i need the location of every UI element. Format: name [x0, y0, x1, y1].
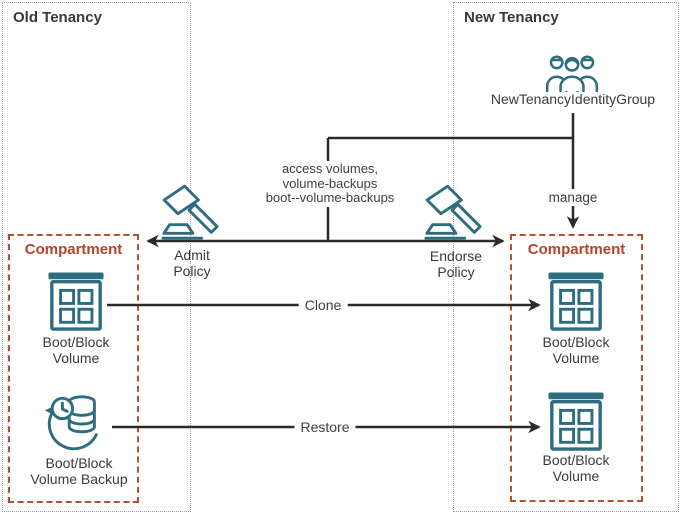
- endorse-policy-label: Endorse Policy: [429, 248, 483, 280]
- old-compartment-title: Compartment: [24, 241, 123, 258]
- volume-backup-icon: [44, 395, 98, 451]
- old-tenancy-box: Old Tenancy: [2, 2, 191, 512]
- new-compartment-box: Compartment: [510, 234, 643, 502]
- block-volume-icon: [548, 272, 604, 331]
- gavel-icon: [424, 184, 482, 240]
- admit-policy-label: Admit Policy: [173, 247, 211, 279]
- old-compartment-box: Compartment: [8, 234, 139, 503]
- block-volume-icon: [548, 392, 604, 451]
- gavel-icon: [161, 184, 219, 240]
- new-volume-bottom-label: Boot/Block Volume: [542, 452, 610, 484]
- new-tenancy-title: New Tenancy: [464, 9, 559, 26]
- manage-label: manage: [542, 189, 604, 206]
- people-group-icon: [545, 55, 599, 92]
- clone-label: Clone: [298, 296, 348, 314]
- old-tenancy-title: Old Tenancy: [13, 9, 102, 26]
- restore-label: Restore: [294, 418, 356, 436]
- access-permissions-label: access volumes, volume-backups boot--vol…: [261, 161, 399, 207]
- new-compartment-title: Compartment: [527, 241, 626, 258]
- old-backup-label: Boot/Block Volume Backup: [30, 455, 128, 487]
- old-volume-label: Boot/Block Volume: [42, 334, 110, 366]
- new-volume-top-label: Boot/Block Volume: [542, 334, 610, 366]
- identity-group-label: NewTenancyIdentityGroup: [490, 91, 656, 107]
- new-tenancy-box: New Tenancy: [453, 2, 679, 512]
- block-volume-icon: [48, 272, 104, 331]
